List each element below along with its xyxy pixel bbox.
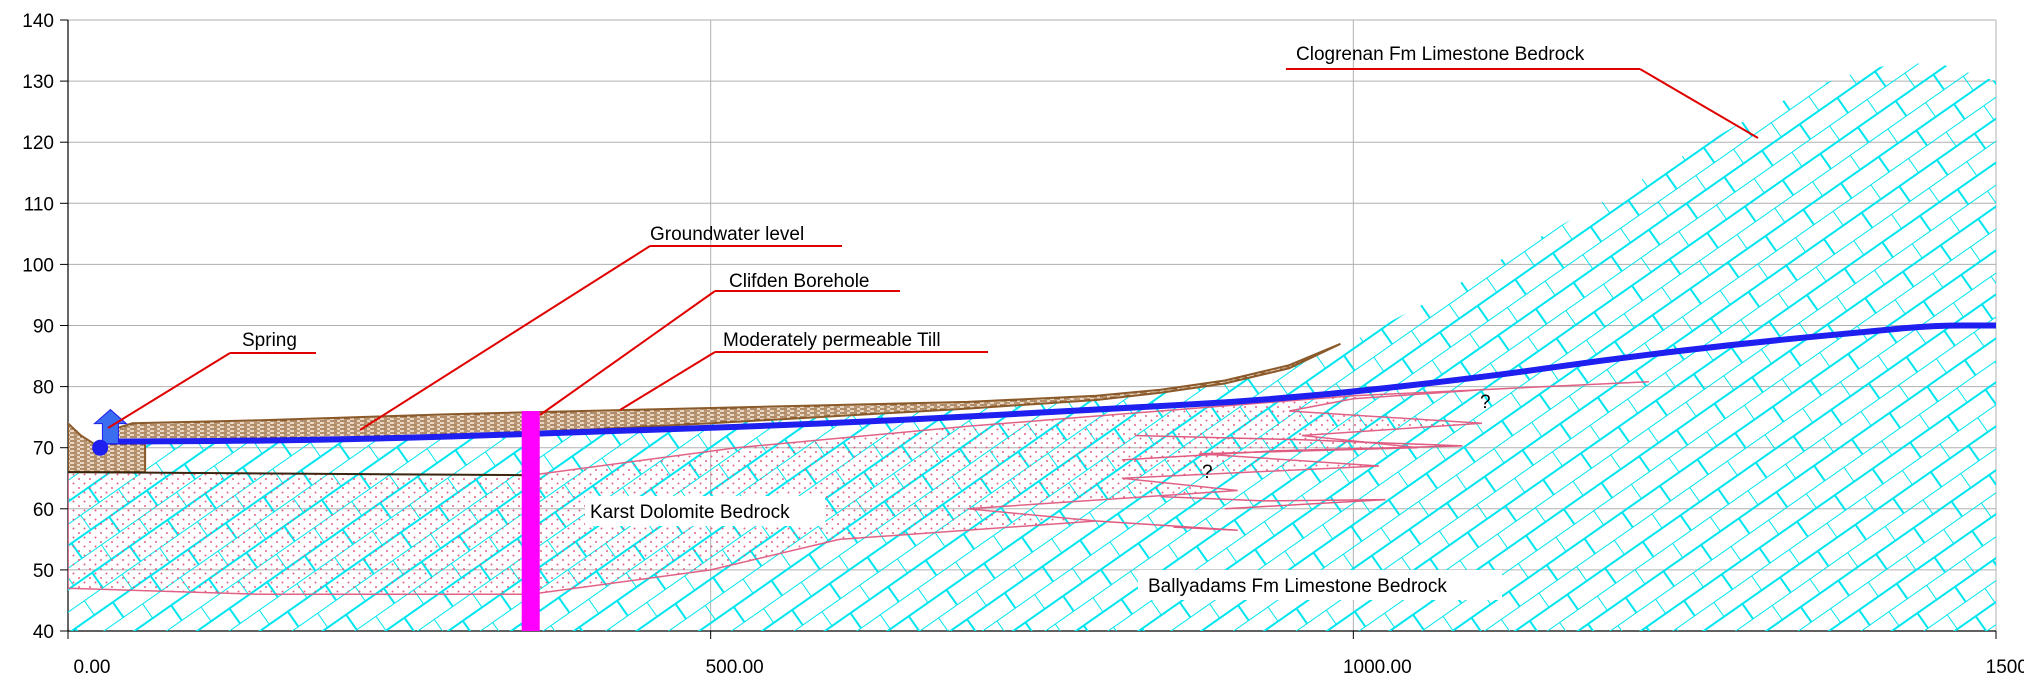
y-tick-label: 80 (33, 378, 54, 399)
x-tick-label: 500.00 (706, 657, 764, 678)
clifden-borehole (521, 411, 540, 631)
spring-leader (107, 352, 231, 429)
uncertain-contact-mark-1: ? (1480, 392, 1491, 413)
y-tick-label: 40 (33, 622, 54, 643)
x-tick-label: 1500.00 (1986, 657, 2024, 678)
uncertain-contact-mark-2: ? (1202, 462, 1213, 483)
spring-pool (92, 439, 109, 456)
annotation-leaders (107, 68, 1759, 431)
karst-label-bg (585, 496, 825, 526)
borehole-label: Clifden Borehole (729, 271, 869, 292)
clogrenan-label: Clogrenan Fm Limestone Bedrock (1296, 44, 1585, 65)
y-tick-label: 100 (22, 255, 54, 276)
dolomite-interfingers (1096, 434, 1463, 531)
axis-tick-labels: 40 50 60 70 80 90 100 110 120 130 140 0.00 500.00 100… (22, 11, 2024, 678)
till-label: Moderately permeable Till (723, 330, 941, 351)
x-tick-label: 0.00 (74, 657, 111, 678)
y-tick-label: 140 (22, 11, 54, 32)
y-tick-label: 110 (24, 194, 54, 215)
karst-label: Karst Dolomite Bedrock (590, 502, 790, 523)
groundwater-level-line (103, 322, 1996, 445)
groundwater-leader (359, 245, 651, 431)
y-tick-label: 90 (33, 317, 54, 338)
spring-label: Spring (242, 330, 297, 351)
groundwater-label: Groundwater level (650, 224, 804, 245)
y-tick-label: 60 (33, 500, 54, 521)
clogrenan-leader (1639, 68, 1759, 139)
geology-layers (68, 62, 1996, 631)
y-tick-label: 120 (22, 133, 54, 154)
y-tick-label: 70 (33, 439, 54, 460)
borehole-leader (539, 290, 716, 416)
y-tick-label: 130 (22, 72, 54, 93)
ballyadams-label-bg (1138, 570, 1502, 600)
y-tick-label: 50 (33, 561, 54, 582)
x-tick-label: 1000.00 (1343, 657, 1412, 678)
till-leader (619, 351, 716, 411)
till-base-line (68, 471, 531, 477)
ballyadams-label: Ballyadams Fm Limestone Bedrock (1148, 576, 1447, 597)
